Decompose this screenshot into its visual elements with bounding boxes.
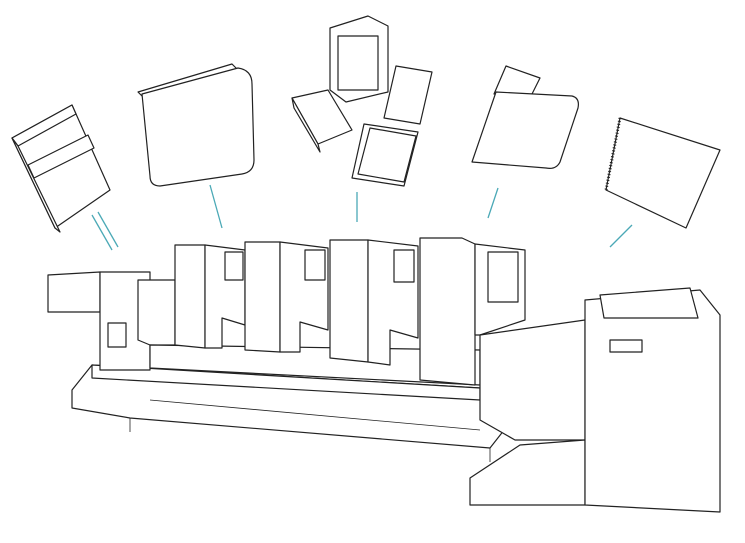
control-panel	[609, 339, 643, 353]
feeder-box	[47, 271, 101, 313]
unit-yellow-grille	[487, 251, 519, 303]
unit-yellow	[419, 237, 476, 386]
printing-press	[47, 237, 721, 513]
book-cover	[357, 127, 417, 183]
connector-lines	[91, 184, 633, 251]
delivery-unit	[584, 289, 721, 513]
book-stack-center	[291, 15, 433, 187]
card-deck-side	[291, 97, 321, 153]
unit-black	[174, 244, 206, 349]
notebook-cover	[605, 117, 721, 229]
spiral-binding	[604, 117, 622, 191]
book-cover	[141, 67, 255, 187]
delivery-top	[599, 287, 699, 319]
transfer-section	[479, 319, 586, 441]
book-small	[383, 65, 433, 125]
book-cover	[471, 91, 579, 169]
book-hardcover-left	[11, 104, 111, 233]
unit-magenta-grille	[393, 249, 415, 283]
book-box-face	[337, 35, 379, 91]
unit-cyan-grille	[304, 249, 326, 281]
steps	[469, 439, 586, 506]
spiral-notebook	[604, 117, 721, 229]
book-yellow-left	[137, 63, 255, 187]
feeder-side	[137, 279, 176, 346]
unit-black-grille	[224, 251, 244, 281]
book-spine	[11, 137, 61, 233]
unit-magenta	[329, 239, 369, 363]
feeder-window	[107, 322, 127, 348]
unit-cyan	[244, 241, 281, 353]
book-yellow-right	[471, 65, 579, 169]
